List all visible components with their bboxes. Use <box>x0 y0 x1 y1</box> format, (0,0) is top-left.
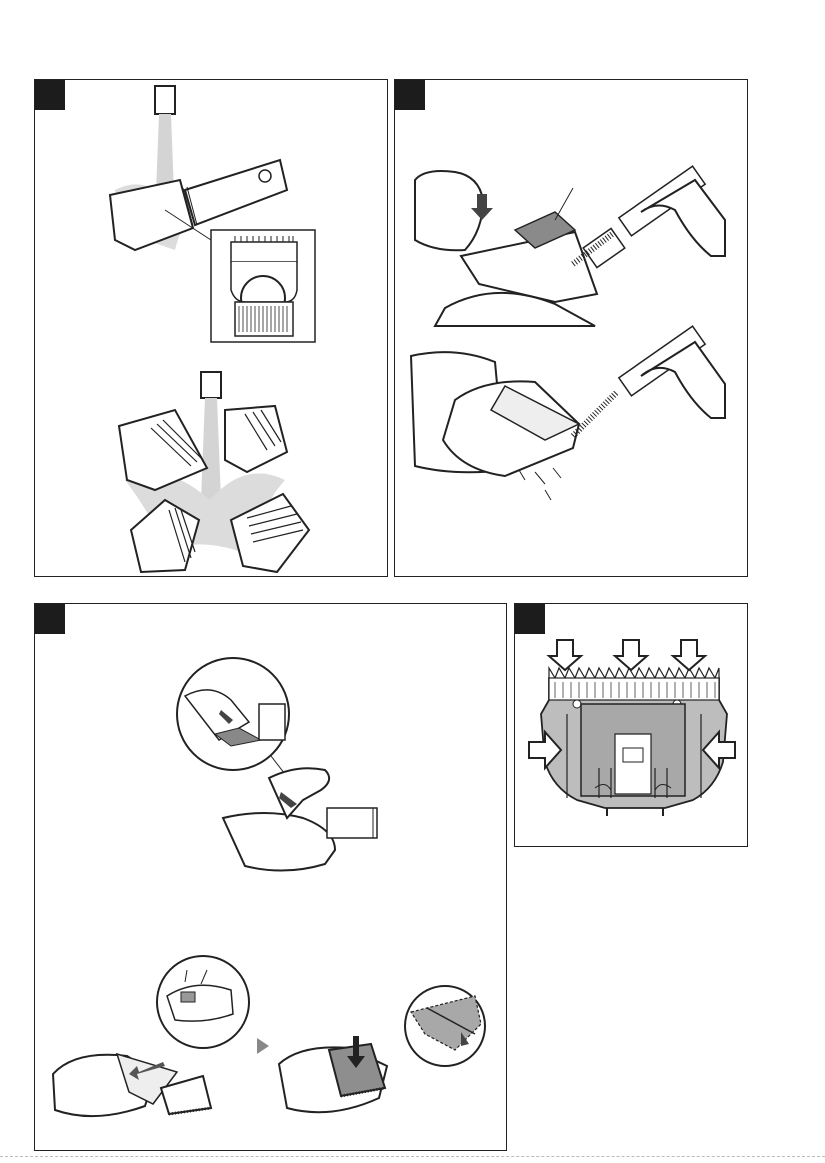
rinse-illustration <box>35 80 389 578</box>
hand <box>223 813 335 871</box>
triangle-next-icon <box>257 1038 269 1054</box>
blade-teeth <box>549 668 719 678</box>
page-edge-marks <box>0 1156 825 1163</box>
oil-arrow-icon <box>673 640 705 670</box>
oil-arrow-icon <box>615 640 647 670</box>
panel-remove-replace <box>34 603 507 1151</box>
oil-arrow-icon <box>549 640 581 670</box>
hand <box>415 171 483 250</box>
panel-brush <box>394 79 748 577</box>
remove-replace-illustration <box>35 604 508 1152</box>
brush-illustration <box>395 80 749 578</box>
faucet-icon <box>155 86 175 114</box>
panel-oil-points <box>514 603 748 847</box>
panel-rinse <box>34 79 388 577</box>
blade-illustration <box>515 604 749 848</box>
